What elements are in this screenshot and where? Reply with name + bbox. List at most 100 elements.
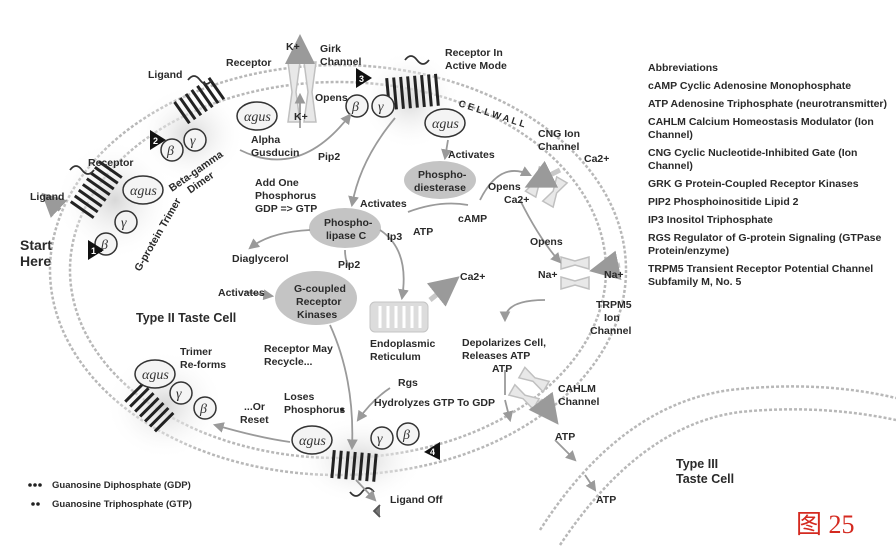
trpm5-line3: Channel — [590, 325, 632, 337]
abbreviation-item: PIP2 Phosphoinositide Lipid 2 — [648, 196, 799, 208]
step-2-number: 2 — [153, 136, 158, 146]
abbreviations-panel: Abbreviations cAMP Cyclic Adenosine Mono… — [648, 62, 888, 294]
hydrolyzes-label: Hydrolyzes GTP To GDP — [374, 397, 495, 409]
pathway-arrows — [41, 34, 622, 502]
phospholipase-c-ellipse — [309, 208, 381, 248]
loses-phosphorus-line1: Loses — [284, 391, 315, 403]
naplus-in-label: Na+ — [538, 269, 558, 281]
legend-gdp-label: Guanosine Diphosphate (GDP) — [52, 480, 191, 491]
receptor-bottom — [330, 450, 378, 482]
cng-channel-icon — [524, 165, 569, 209]
cahlm-line2: Channel — [558, 396, 600, 408]
receptor-left — [69, 160, 123, 219]
gamma-bottom-left-circle — [169, 381, 193, 405]
cahlm-line1: CAHLM — [558, 383, 596, 395]
activates-gcrk-label: Activates — [218, 287, 265, 299]
beta-active-circle — [345, 94, 369, 118]
alpha-bottom-circle — [291, 425, 333, 455]
abbreviation-item: IP3 Inositol Triphosphate — [648, 214, 773, 226]
alpha-active-letter: αgus — [432, 117, 459, 132]
diagram-labels: K+ Girk Channel Receptor In Active Mode … — [20, 41, 734, 506]
gamma-left-circle — [114, 210, 138, 234]
abbreviation-item: RGS Regulator of G-protein Signaling (GT… — [648, 232, 882, 257]
receptor-recycle-line1: Receptor May — [264, 343, 333, 355]
alpha-top-circle — [236, 101, 278, 131]
diaglycerol-label: Diaglycerol — [232, 253, 289, 265]
opens-cng-label: Opens — [488, 181, 521, 193]
add-phosphorus-line1: Add One — [255, 177, 299, 189]
step-markers: 1 2 3 4 — [88, 68, 440, 460]
receptor-recycle-line2: Recycle... — [264, 356, 313, 368]
gcrk-ellipse — [275, 271, 357, 325]
trimer-reforms-line2: Re-forms — [180, 359, 226, 371]
activates-pde-label: Activates — [448, 149, 495, 161]
subunit-circles — [94, 94, 466, 455]
opens-girk-label: Opens — [315, 92, 348, 104]
gamma-bottom-left-letter: γ — [176, 387, 182, 402]
girk-label-line2: Channel — [320, 56, 362, 68]
gtp-dot-icon — [340, 408, 344, 412]
alpha-left-letter: αgus — [130, 184, 157, 199]
trimer-reforms-line1: Trimer — [180, 346, 212, 358]
step-4-triangle — [424, 442, 440, 460]
legend-gtp-label: Guanosine Triphosphate (GTP) — [52, 499, 192, 510]
type3-line2: Taste Cell — [676, 472, 734, 486]
alpha-gusducin-line2: Gusducin — [251, 147, 299, 159]
endoplasmic-reticulum-icon — [369, 301, 429, 333]
step-3-number: 3 — [359, 74, 364, 84]
type2-label: Type II Taste Cell — [136, 311, 236, 325]
alpha-top-letter: αgus — [244, 110, 271, 125]
step-1-number: 1 — [91, 246, 96, 256]
gamma-active-letter: γ — [378, 100, 384, 115]
loses-phosphorus-line2: Phosphorus — [284, 404, 345, 416]
beta-top-circle — [160, 138, 184, 162]
beta-bottom-letter: β — [402, 428, 410, 443]
or-reset-line2: Reset — [240, 414, 269, 426]
gcrk-line1: G-coupled — [294, 283, 346, 295]
gamma-bottom-circle — [370, 426, 394, 450]
atp-pde-label: ATP — [413, 226, 433, 238]
step-1-triangle — [88, 240, 104, 260]
girk-label-line1: Girk — [320, 43, 341, 55]
phospholipase-line2: lipase C — [326, 230, 367, 242]
add-phosphorus-line3: GDP => GTP — [255, 203, 317, 215]
depolarizes-line1: Depolarizes Cell, — [462, 337, 546, 349]
alpha-bottom-left-circle — [134, 359, 176, 389]
atp-cahlm-label: ATP — [555, 431, 575, 443]
abbreviation-item: GRK G Protein-Coupled Receptor Kinases — [648, 178, 859, 190]
gcrk-line3: Kinases — [297, 309, 337, 321]
gamma-left-letter: γ — [121, 216, 127, 231]
abbreviation-item: cAMP Cyclic Adenosine Monophosphate — [648, 80, 852, 92]
beta-bottom-left-circle — [193, 396, 217, 420]
step-2-triangle — [150, 130, 166, 150]
gamma-top-letter: γ — [190, 134, 196, 149]
camp-label: cAMP — [458, 213, 487, 225]
legend: Guanosine Diphosphate (GDP) Guanosine Tr… — [28, 480, 192, 510]
receptor-active-line1: Receptor In — [445, 47, 503, 59]
ligand-icons — [69, 55, 430, 518]
phospholipase-line1: Phospho- — [324, 217, 373, 229]
phosphodiesterase-ellipse — [404, 161, 476, 199]
ca2plus-out-label: Ca2+ — [584, 153, 609, 165]
naplus-out-label: Na+ — [604, 269, 624, 281]
cell-wall-label: C E L L W A L L — [457, 98, 527, 130]
gamma-top-circle — [183, 128, 207, 152]
abbreviation-item: TRPM5 Transient Receptor Potential Chann… — [648, 263, 874, 288]
opens-trpm-label: Opens — [530, 236, 563, 248]
beta-bottom-left-letter: β — [199, 402, 207, 417]
alpha-left-circle — [122, 175, 164, 205]
trpm5-channel-icon — [560, 256, 590, 290]
type3-line1: Type III — [676, 457, 718, 471]
alpha-gusducin-line1: Alpha — [251, 134, 280, 146]
receptor-left-label: Receptor — [88, 157, 134, 169]
gdp-legend-icon — [28, 483, 42, 487]
subunit-letters: αgus β γ β γ αgus αgus γ β αgus γ β αgus… — [100, 100, 459, 449]
trpm5-line1: TRPM5 — [596, 299, 632, 311]
ca2plus-in-label: Ca2+ — [460, 271, 485, 283]
abbreviations-title: Abbreviations — [648, 62, 719, 74]
abbreviation-item: CAHLM Calcium Homeostasis Modulator (Ion… — [648, 116, 874, 141]
cng-label-line1: CNG Ion — [538, 128, 580, 140]
or-reset-line1: ...Or — [244, 401, 265, 413]
ligand-left-label: Ligand — [30, 191, 64, 203]
